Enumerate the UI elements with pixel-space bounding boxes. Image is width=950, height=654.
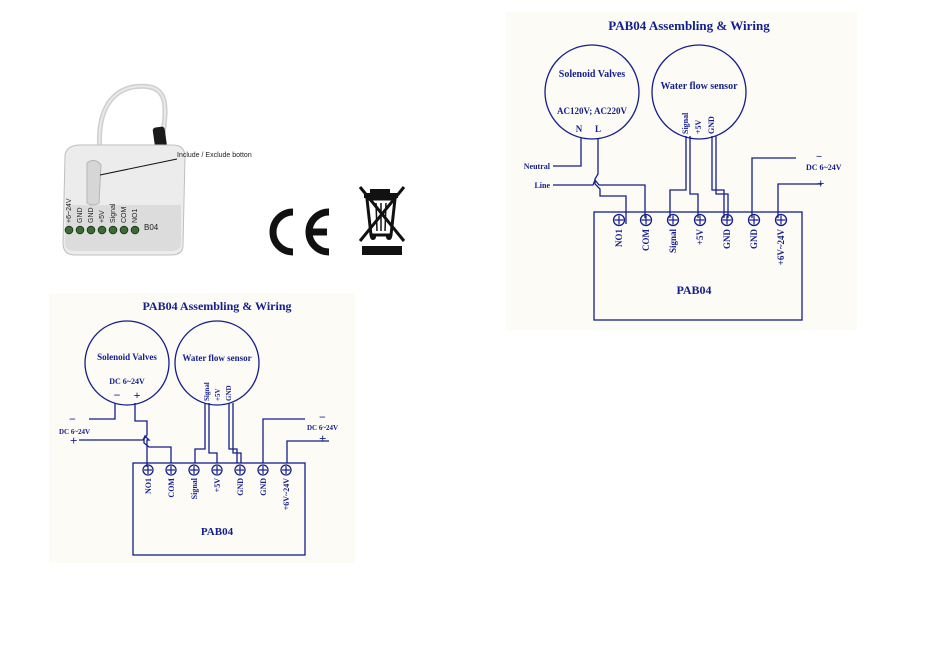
minus-sign: −: [816, 151, 822, 163]
solenoid-valves-label: Solenoid Valves: [97, 352, 157, 362]
terminal-label: +5V: [695, 229, 705, 246]
valve-terminal-minus: −: [114, 388, 121, 402]
terminal-screw: [142, 464, 154, 476]
solenoid-valves-circle: [544, 44, 640, 140]
terminal-label: GND: [749, 229, 759, 250]
terminal-label: Signal: [190, 477, 199, 499]
device-model: B04: [144, 223, 159, 232]
device-pin-label: +5V: [99, 210, 106, 223]
terminal-label: COM: [641, 229, 651, 252]
terminal-screw: [234, 464, 246, 476]
water-flow-sensor-circle: [651, 44, 747, 140]
terminal-label: GND: [722, 229, 732, 250]
terminal-screw: [188, 464, 200, 476]
pab04-box: [593, 211, 803, 321]
valves-rating: DC 6~24V: [109, 377, 145, 386]
device-pin-label: COM: [121, 207, 128, 224]
terminal-label: GND: [259, 478, 268, 496]
terminal-screw: [612, 213, 626, 227]
valve-terminal-plus: +: [134, 388, 141, 402]
device-pin-hole: [86, 225, 96, 235]
terminal-label: COM: [167, 478, 176, 498]
pab04-label: PAB04: [676, 283, 711, 297]
terminal-screw: [774, 213, 788, 227]
water-flow-sensor-label: Water flow sensor: [660, 81, 738, 92]
terminal-label: +6V~24V: [776, 229, 786, 266]
terminal-screw: [693, 213, 707, 227]
solenoid-valves-label: Solenoid Valves: [559, 69, 626, 80]
minus-sign-left: −: [69, 412, 76, 426]
device-pin-hole: [130, 225, 140, 235]
plus-sign: +: [817, 176, 824, 191]
button-leader-line: [99, 158, 178, 176]
terminal-screw: [165, 464, 177, 476]
device-pin-hole: [64, 225, 74, 235]
terminal-label: Signal: [668, 229, 678, 254]
terminal-screw: [257, 464, 269, 476]
diagram-title: PAB04 Assembling & Wiring: [142, 299, 291, 313]
water-flow-sensor-label: Water flow sensor: [182, 353, 251, 363]
device-pin-hole: [108, 225, 118, 235]
sensor-terminal-gnd: GND: [707, 116, 716, 134]
line-label: Line: [534, 181, 550, 190]
sensor-terminal-gnd: GND: [225, 385, 233, 401]
sensor-terminal-5v: +5V: [214, 388, 222, 401]
wires: [79, 403, 329, 467]
device-pin-label: +6~24V: [66, 198, 73, 223]
device-pin-hole: [97, 225, 107, 235]
valves-rating: AC120V; AC220V: [557, 106, 627, 116]
device-pin-hole: [119, 225, 129, 235]
device-pin-label: Signal: [110, 203, 117, 223]
terminal-label: +5V: [213, 478, 222, 493]
wires: [553, 136, 822, 224]
terminal-screw: [211, 464, 223, 476]
device-pin-label: GND: [88, 207, 95, 223]
dc-label-right: DC 6~24V: [307, 424, 338, 432]
minus-sign-right: −: [319, 410, 326, 424]
device-pin-hole: [75, 225, 85, 235]
water-flow-sensor-circle: [174, 320, 260, 406]
terminal-label: +6V~24V: [282, 478, 291, 510]
include-exclude-button: [86, 159, 102, 206]
dc-label: DC 6~24V: [806, 163, 842, 172]
pab04-box: [132, 462, 306, 556]
sensor-terminal-signal: Signal: [203, 382, 211, 401]
device-pin-label: NO1: [132, 209, 139, 224]
sensor-terminal-signal: Signal: [681, 112, 690, 134]
terminal-screw: [280, 464, 292, 476]
sensor-terminal-5v: +5V: [694, 119, 703, 134]
solenoid-valves-circle: [84, 320, 170, 406]
device-pin-label: GND: [77, 207, 84, 223]
neutral-label: Neutral: [524, 162, 551, 171]
terminal-label: NO1: [614, 229, 624, 248]
terminal-screw: [747, 213, 761, 227]
pab04-label: PAB04: [201, 526, 234, 538]
device-photo: Include / Exclude botton +6~24V GND GND +5V…: [62, 83, 252, 256]
button-note: Include / Exclude botton: [177, 152, 252, 159]
dc-label-left: DC 6~24V: [59, 428, 90, 436]
terminal-label: GND: [236, 478, 245, 496]
valve-terminal-n: N: [576, 124, 583, 134]
wiring-diagram-dc: PAB04 Assembling & Wiring Solenoid Valve…: [49, 293, 355, 563]
terminal-screw: [720, 213, 734, 227]
terminal-screw: [639, 213, 653, 227]
diagram-title: PAB04 Assembling & Wiring: [608, 18, 770, 33]
terminal-label: NO1: [144, 478, 153, 494]
plus-sign-right: +: [319, 431, 326, 446]
ce-mark: [265, 206, 335, 258]
wiring-diagram-ac: PAB04 Assembling & Wiring Solenoid Valve…: [506, 12, 857, 330]
terminal-screw: [666, 213, 680, 227]
plus-sign-left: +: [70, 433, 77, 448]
weee-bin-icon: [356, 183, 408, 257]
valve-terminal-l: L: [595, 124, 601, 134]
